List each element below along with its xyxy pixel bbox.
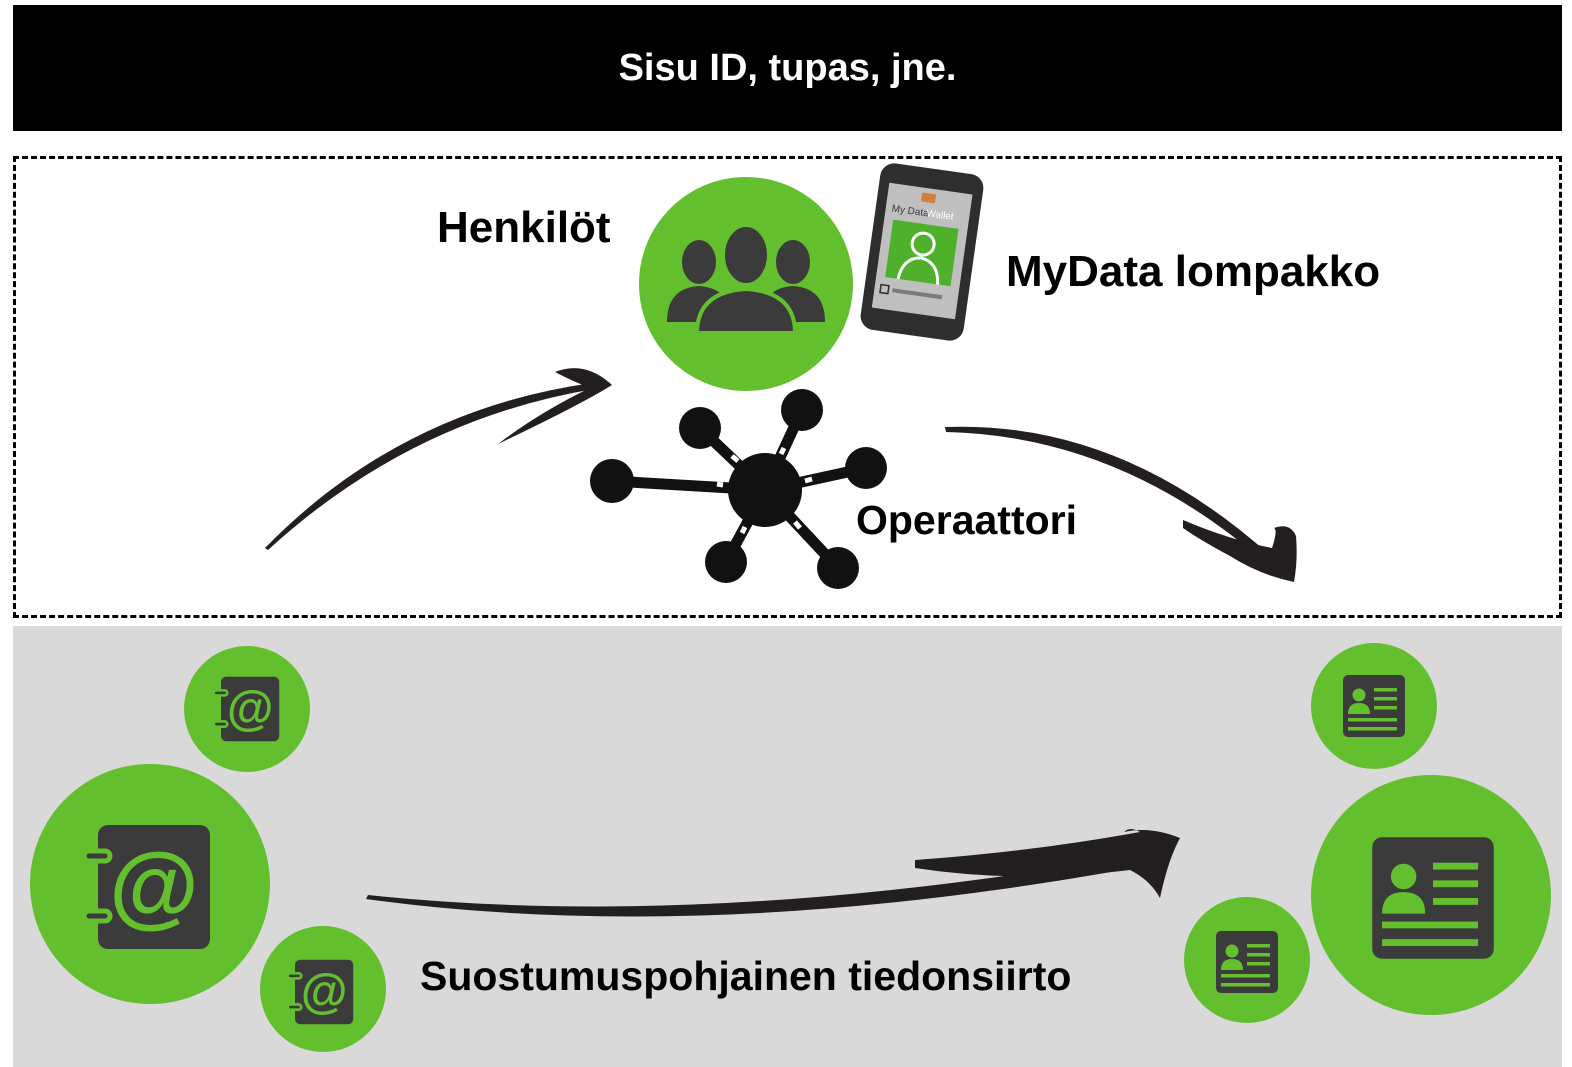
- contact-card-icon: [1216, 931, 1278, 993]
- data-arrow-out: [945, 426, 1297, 582]
- operator-zone: [13, 156, 1562, 618]
- consent-arrow-in: [265, 368, 612, 550]
- identity-providers-bar: Sisu ID, tupas, jne.: [13, 5, 1562, 131]
- operator-label: Operaattori: [856, 497, 1077, 543]
- target-service-large: [1311, 775, 1551, 1015]
- contact-card-icon: [1372, 837, 1494, 959]
- consent-transfer-arrow: [366, 829, 1180, 917]
- address-book-icon: [286, 958, 355, 1026]
- transfer-label: Suostumuspohjainen tiedonsiirto: [420, 953, 1072, 999]
- target-service-small-top: [1311, 643, 1437, 769]
- identity-providers-title: Sisu ID, tupas, jne.: [618, 46, 957, 89]
- persons-label: Henkilöt: [437, 203, 611, 252]
- network-hub-icon: [590, 389, 887, 589]
- source-register-small-top: [184, 646, 310, 772]
- people-group-icon: [667, 223, 825, 335]
- hub-gaps: [716, 446, 813, 535]
- address-book-icon: [84, 825, 210, 949]
- wallet-app-title-a: My Data: [891, 203, 930, 219]
- address-book-icon: [212, 675, 281, 743]
- source-register-small-bottom: [260, 926, 386, 1052]
- wallet-label: MyData lompakko: [1006, 247, 1381, 296]
- contact-card-icon: [1343, 675, 1405, 737]
- smartphone-wallet-icon: My Data Wallet: [860, 163, 984, 341]
- persons-node: [639, 177, 853, 391]
- wallet-app-title-b: Wallet: [926, 208, 955, 223]
- source-register-large: [30, 764, 270, 1004]
- target-service-small-bottom: [1184, 897, 1310, 1023]
